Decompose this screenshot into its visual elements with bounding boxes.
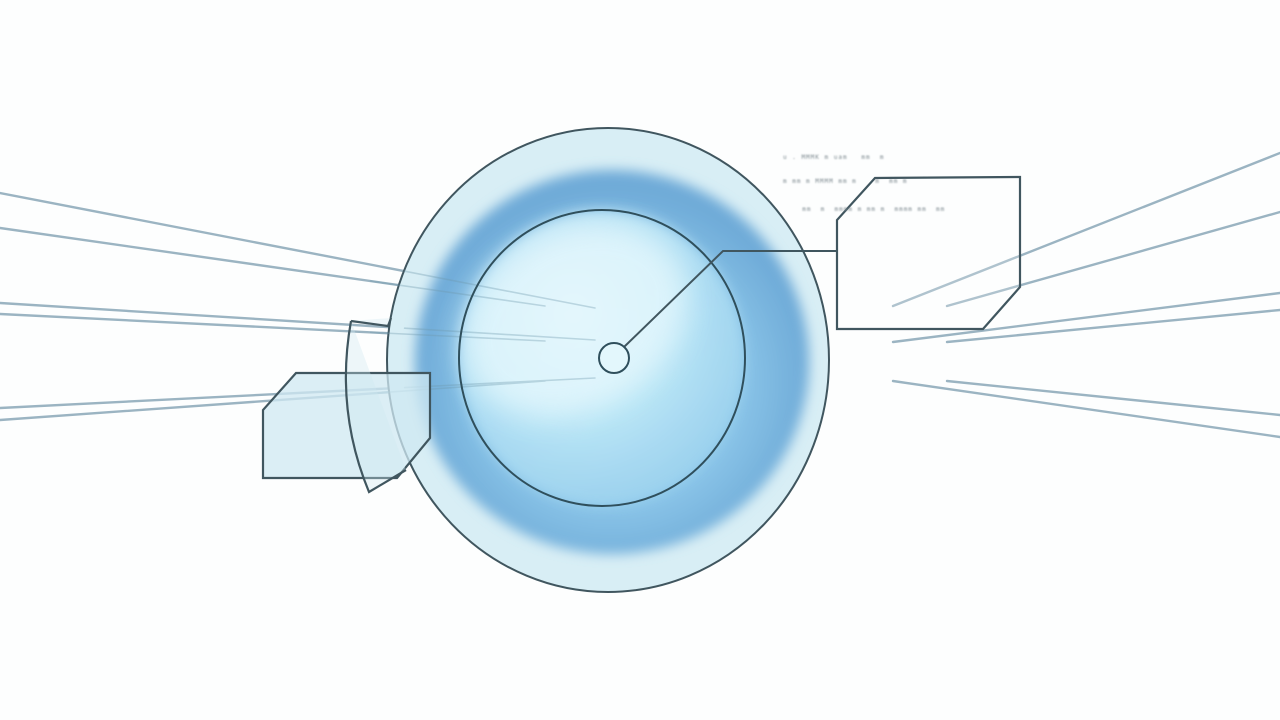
light-ray-inner-1 <box>403 270 596 309</box>
light-ray-right-5 <box>891 379 1280 439</box>
light-rays-right <box>891 151 1280 439</box>
lens-highlight <box>462 223 688 417</box>
light-ray-right-4 <box>945 308 1280 344</box>
light-ray-right-3 <box>891 291 1280 344</box>
annotation-line-1: u . MMMK m uam mm m <box>783 154 885 161</box>
annotation-text-block: u . MMMK m uam mm m m mm m MMMM mm m m m… <box>783 138 945 230</box>
lens-arc-segment <box>344 317 407 494</box>
light-ray-right-2 <box>945 210 1280 308</box>
light-ray-inner-5 <box>403 377 596 389</box>
left-info-panel <box>261 371 432 480</box>
annotation-line-3: mm m mmmm m mm m mmmm mm mm <box>793 206 946 213</box>
light-ray-right-6 <box>945 379 1280 417</box>
center-hub-icon <box>598 342 630 374</box>
light-ray-inner-4 <box>369 331 546 342</box>
inner-lens-outline <box>458 209 746 507</box>
callout-leader-line <box>623 250 837 348</box>
light-ray-inner-2 <box>369 280 546 307</box>
right-info-panel <box>835 175 1022 331</box>
annotation-line-2: m mm m MMMM mm m m mm m <box>783 178 908 185</box>
light-ray-inner-3 <box>403 327 596 341</box>
light-rays-inner <box>369 270 596 395</box>
light-ray-right-1 <box>891 151 1280 308</box>
